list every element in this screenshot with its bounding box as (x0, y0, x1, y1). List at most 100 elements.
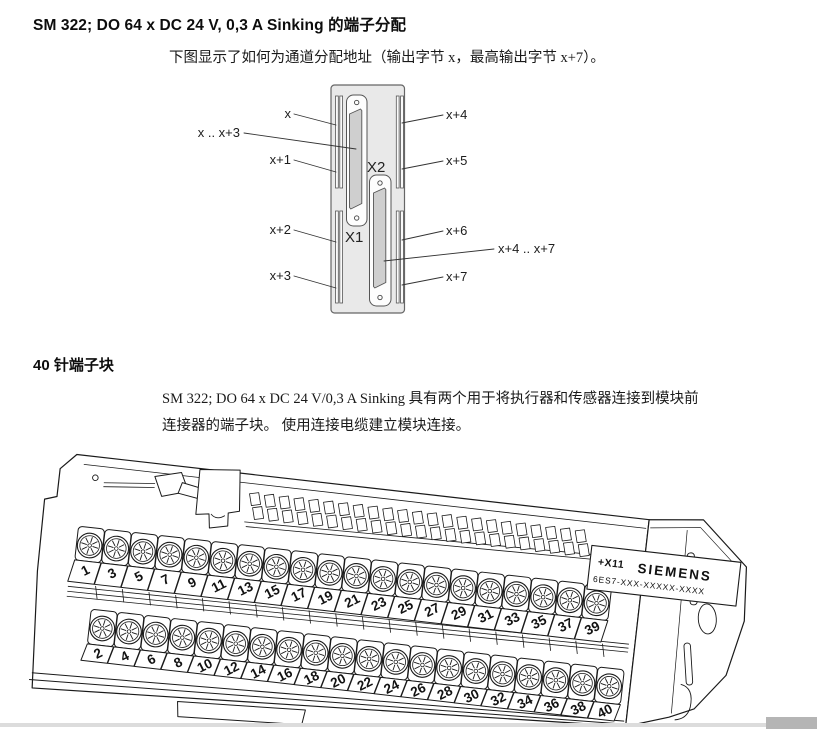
screw-spoke (544, 599, 548, 606)
page-title: SM 322; DO 64 x DC 24 V, 0,3 A Sinking 的… (33, 17, 407, 34)
terminal-screw-icon (319, 562, 340, 584)
screw-spoke (158, 635, 165, 638)
screw-spoke (143, 554, 148, 560)
screw-spoke (86, 548, 90, 555)
plate-designation: +X11 (597, 556, 624, 571)
rail-lines (103, 482, 156, 488)
screw-spoke (547, 676, 554, 680)
terminal-screw-icon (516, 664, 543, 690)
screw-spoke (134, 552, 141, 556)
terminal-screw-icon (382, 649, 409, 675)
terminal-number: 36 (541, 695, 562, 715)
terminal-number-face (93, 562, 129, 588)
screw-spoke (471, 662, 475, 669)
terminal-number: 27 (422, 600, 442, 620)
screw-spoke (305, 565, 312, 569)
terminal-number: 31 (475, 606, 496, 626)
screw-spoke (118, 544, 125, 548)
screw-spoke (236, 646, 241, 652)
screw-spoke (124, 623, 129, 630)
screw-spoke (486, 593, 490, 600)
screw-spoke (223, 552, 227, 559)
connector-tooth (474, 531, 487, 546)
screw-spoke (534, 593, 541, 597)
screw-center (233, 641, 238, 646)
screw-spoke (574, 684, 581, 688)
screw-spoke (152, 637, 156, 644)
connector-tooth (308, 498, 321, 513)
interlock-tab (522, 634, 525, 648)
screw-spoke (387, 662, 394, 667)
screw-spoke (285, 652, 289, 659)
connector-tooth (429, 526, 442, 541)
screw-spoke (371, 654, 378, 658)
led-slots (335, 95, 404, 304)
screw-spoke (498, 666, 502, 672)
screw-spoke (504, 669, 511, 674)
body-paragraph-line2: 连接器的端子块。 使用连接电缆建立模块连接。 (162, 418, 471, 434)
screw-spoke (268, 567, 274, 572)
screw-spoke (104, 624, 111, 628)
screw-spoke (525, 679, 529, 686)
label-x4-x7: x+4 .. x+7 (498, 241, 555, 256)
terminal-screw-icon (76, 532, 103, 559)
screw-spoke (451, 668, 458, 672)
terminal-number-face (507, 692, 541, 713)
screw-spoke (200, 637, 207, 641)
connector-tooth (385, 521, 398, 536)
terminal-cell (101, 529, 132, 567)
screw-spoke (311, 644, 315, 651)
screw-center (446, 665, 452, 671)
label-x3: x+3 (270, 268, 291, 283)
terminal-cell (208, 541, 239, 579)
screw-spoke (129, 634, 134, 640)
screw-spoke (552, 682, 556, 689)
terminal-number: 3 (105, 565, 119, 582)
terminal-number: 30 (461, 686, 481, 706)
screw-spoke (325, 564, 329, 571)
screw-spoke (94, 629, 100, 633)
terminal-cell (540, 660, 572, 699)
terminal-screw-icon (438, 657, 460, 679)
screw-spoke (145, 552, 152, 555)
screw-center (247, 561, 252, 566)
screw-center (126, 629, 132, 634)
screw-spoke (90, 537, 93, 543)
connector-tooth (397, 509, 410, 523)
terminal-cell (181, 538, 212, 576)
screw-spoke (414, 665, 420, 670)
terminal-number: 34 (515, 692, 536, 712)
terminal-cell (460, 651, 492, 690)
screw-spoke (556, 671, 560, 678)
screw-hole-icon (377, 180, 383, 186)
screw-spoke (492, 591, 499, 595)
screw-spoke (252, 564, 259, 567)
terminal-cell (300, 633, 331, 672)
label-x7: x+7 (446, 269, 467, 284)
screw-spoke (238, 639, 244, 643)
screw-center (286, 647, 292, 652)
screw-spoke (543, 588, 547, 595)
screw-spoke (318, 648, 324, 652)
label-x4: x+4 (446, 107, 467, 122)
screw-spoke (601, 687, 607, 691)
terminal-number: 4 (118, 648, 132, 665)
screw-spoke (250, 566, 255, 572)
screw-spoke (105, 629, 111, 632)
screw-spoke (432, 576, 436, 583)
interlock-tab (95, 585, 98, 600)
screw-spoke (278, 562, 285, 566)
terminal-number-face (147, 568, 182, 594)
screw-spoke (205, 643, 209, 650)
screw-spoke (316, 655, 321, 661)
connector-tooth (518, 536, 531, 551)
connector-tooth (266, 507, 279, 522)
terminal-number-face (107, 646, 141, 667)
terminal-screw-icon (198, 630, 220, 651)
interlock-tab (388, 619, 391, 633)
screw-spoke (570, 591, 574, 598)
terminal-screw-icon (249, 633, 276, 660)
screw-spoke (454, 584, 461, 588)
screw-spoke (465, 583, 472, 588)
